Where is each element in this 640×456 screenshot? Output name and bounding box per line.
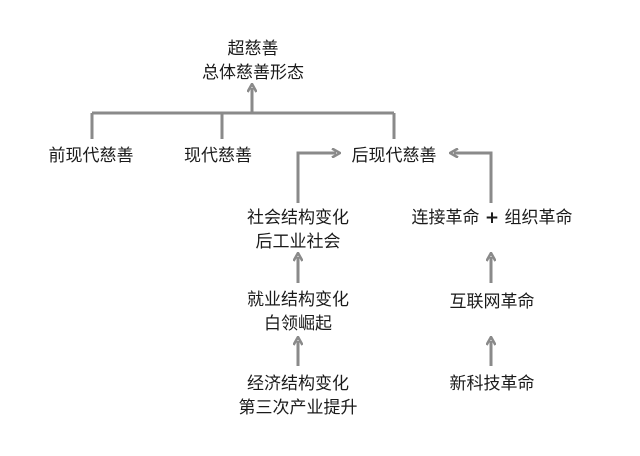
node-connect-part2: 组织革命 [504, 208, 573, 228]
node-economic-title: 经济结构变化 [247, 374, 349, 394]
node-social-structure: 社会结构变化 后工业社会 [247, 206, 349, 254]
node-economic-structure: 经济结构变化 第三次产业提升 [239, 372, 358, 420]
node-modern-charity: 现代慈善 [184, 144, 252, 168]
node-economic-subtitle: 第三次产业提升 [238, 398, 358, 418]
node-connect-row: 连接革命 + 组织革命 [411, 206, 572, 230]
node-connect-part1: 连接革命 [411, 208, 480, 228]
node-social-title: 社会结构变化 [247, 208, 349, 228]
node-newtech-revolution: 新科技革命 [450, 372, 535, 396]
node-internet-revolution: 互联网革命 [450, 290, 535, 314]
arrow-social-to-postmodern [296, 153, 336, 203]
node-premodern-label: 前现代慈善 [48, 146, 134, 166]
node-internet-label: 互联网革命 [449, 292, 535, 312]
node-premodern-charity: 前现代慈善 [49, 144, 134, 168]
plus-sign: + [484, 208, 500, 228]
node-super-subtitle: 总体慈善形态 [202, 63, 304, 83]
node-employment-title: 就业结构变化 [247, 290, 349, 310]
node-postmodern-label: 后现代慈善 [351, 146, 437, 166]
node-newtech-label: 新科技革命 [449, 374, 535, 394]
node-connect-organize-revolution: 连接革命 + 组织革命 [411, 206, 572, 230]
node-social-subtitle: 后工业社会 [255, 232, 341, 252]
node-postmodern-charity: 后现代慈善 [352, 144, 437, 168]
node-employment-subtitle: 白领崛起 [264, 314, 332, 334]
node-super-title: 超慈善 [227, 39, 279, 59]
node-modern-label: 现代慈善 [184, 146, 252, 166]
node-super-charity: 超慈善 总体慈善形态 [202, 37, 304, 85]
arrow-connect-to-postmodern [454, 153, 493, 203]
node-employment-structure: 就业结构变化 白领崛起 [247, 288, 349, 336]
